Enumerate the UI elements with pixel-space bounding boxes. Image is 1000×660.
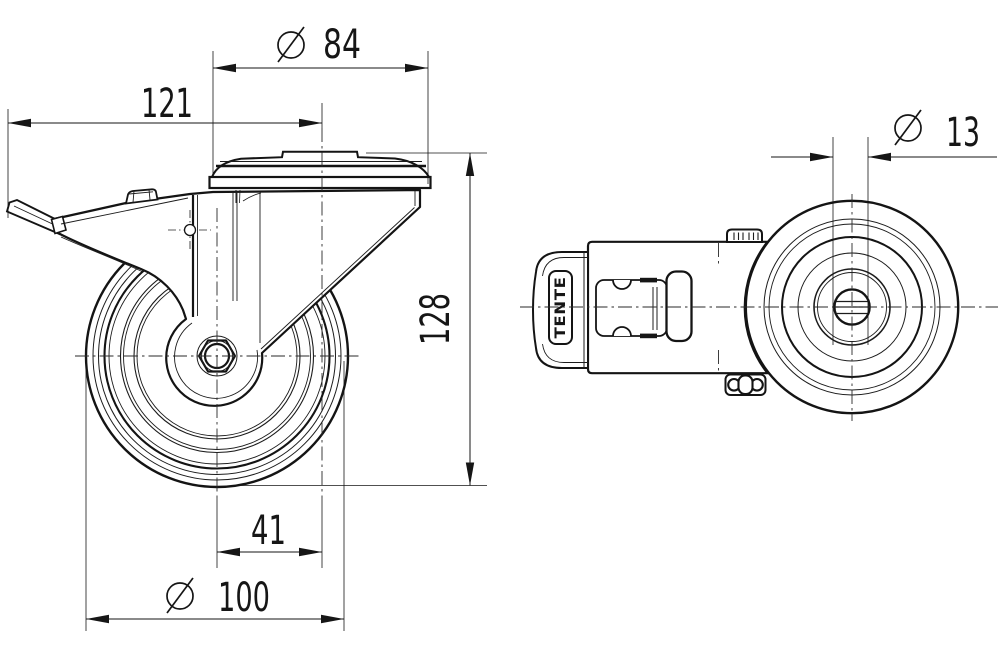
diameter-symbol (894, 109, 922, 146)
diameter-symbol (277, 26, 305, 63)
dimension-text-bolt-hole-diameter: 13 (946, 110, 980, 156)
lever-hinge (50, 215, 67, 235)
dimension-text-plate-diameter: 84 (323, 22, 361, 68)
brand-plate (548, 270, 573, 345)
brake-pedal-cap: TENTE (531, 251, 589, 369)
dimension-overall-height: 128 (240, 152, 487, 486)
plate-flange (208, 175, 432, 190)
dimension-overall-length: 121 (7, 81, 322, 218)
brake-mechanism (595, 270, 693, 343)
brake-tab (124, 188, 159, 205)
swivel-plate (208, 150, 432, 190)
top-view: TENTE (531, 199, 960, 415)
dimension-text-swivel-offset: 41 (251, 508, 286, 554)
diameter-symbol (166, 577, 194, 614)
brand-label: TENTE (553, 277, 569, 339)
fork-housing (50, 188, 422, 407)
dimension-text-overall-length: 121 (141, 81, 193, 127)
side-view (5, 150, 432, 489)
dimension-text-wheel-diameter: 100 (218, 575, 270, 621)
brake-slide-block (665, 270, 693, 343)
dimension-text-overall-height: 128 (413, 293, 459, 345)
fork-hole (168, 210, 211, 252)
dimension-swivel-offset: 41 (216, 498, 323, 568)
dimension-wheel-diameter: 100 (85, 361, 345, 631)
dimensions: 84 121 128 41 (7, 22, 997, 631)
dimension-bolt-hole-diameter: 13 (771, 109, 997, 345)
center-lines (75, 103, 998, 498)
ribbed-tab (726, 228, 763, 243)
axle-boss-inner-arc (174, 322, 258, 399)
bottom-clevis (724, 373, 767, 396)
dimension-plate-diameter: 84 (212, 22, 429, 184)
